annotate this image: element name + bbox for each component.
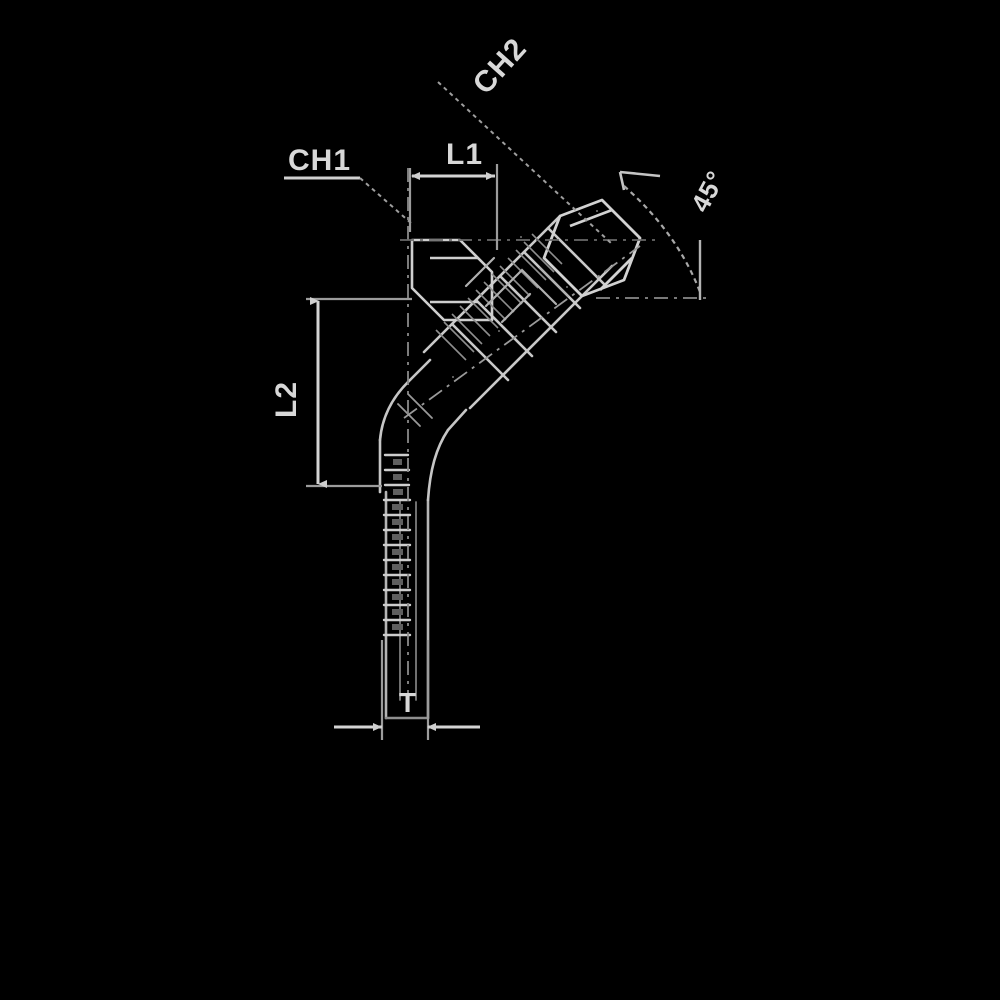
dimension-ch1[interactable]: CH1 xyxy=(284,144,413,225)
angle-arc xyxy=(623,185,702,293)
dimension-l2[interactable]: L2 xyxy=(270,297,412,488)
l2-label: L2 xyxy=(270,381,303,418)
centerlines xyxy=(400,168,712,710)
elbow-thread-hatching xyxy=(435,233,563,361)
t-label: T xyxy=(399,687,417,718)
elbow-axis-centerline xyxy=(403,245,641,419)
angle-arm-tick xyxy=(618,171,626,191)
dimension-t[interactable]: T xyxy=(334,640,480,740)
hose-barb-serrations xyxy=(382,453,412,637)
dimension-l1[interactable]: L1 xyxy=(408,138,499,250)
l1-label: L1 xyxy=(446,138,483,171)
elbow-rib-5 xyxy=(546,226,606,286)
hose-barb-serration-shading xyxy=(392,459,403,630)
angle-arm-upper xyxy=(619,170,661,178)
hex-nut-ch2 xyxy=(542,198,642,298)
scan-artifacts xyxy=(452,210,598,378)
elbow-rib-2 xyxy=(474,298,534,358)
ferrule-shoulder xyxy=(378,358,468,502)
ch1-leader-line xyxy=(359,177,413,225)
ch1-label: CH1 xyxy=(288,144,351,177)
elbow-rib-1 xyxy=(450,322,510,382)
seal-cone-detail xyxy=(464,256,570,324)
elbow-lower-flank xyxy=(468,264,614,410)
elbow-rib-3 xyxy=(498,274,558,334)
